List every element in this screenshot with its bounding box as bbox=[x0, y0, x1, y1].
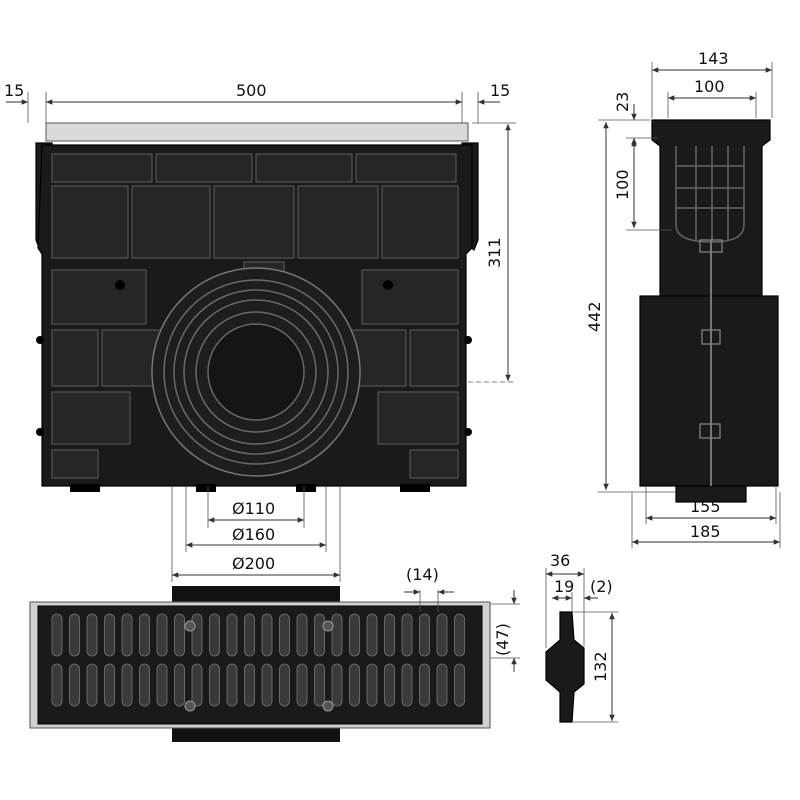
grate-slot bbox=[349, 613, 360, 657]
grate-slot bbox=[191, 613, 203, 657]
grate-tab-top bbox=[172, 586, 340, 604]
grate-slot bbox=[279, 613, 290, 657]
grate-slot bbox=[104, 613, 115, 657]
front-bricks bbox=[51, 153, 459, 479]
dim-profile-height: 132 bbox=[591, 651, 610, 682]
grate-slot bbox=[384, 663, 395, 707]
dim-side-top-width: 143 bbox=[698, 49, 729, 68]
grate-slot bbox=[69, 613, 80, 657]
dim-side-total-height: 442 bbox=[585, 301, 604, 332]
front-top-frame bbox=[45, 122, 469, 142]
grate-slot bbox=[174, 613, 185, 657]
grate-slot bbox=[226, 613, 238, 657]
dim-profile-width: 36 bbox=[550, 551, 570, 570]
grate-slot bbox=[436, 613, 448, 657]
profile-section bbox=[545, 611, 585, 723]
grate-slot bbox=[139, 663, 150, 707]
grate-slot bbox=[226, 663, 238, 707]
grate-slot bbox=[156, 613, 168, 657]
grate-slot bbox=[419, 663, 430, 707]
grate-slot bbox=[454, 663, 465, 707]
front-hole-right bbox=[383, 280, 393, 290]
grate-slot bbox=[69, 663, 80, 707]
grate-slot bbox=[314, 663, 325, 707]
grate-slot bbox=[209, 663, 220, 707]
dim-side-inner-width: 100 bbox=[694, 77, 725, 96]
grate-slot bbox=[86, 613, 98, 657]
grate-slot bbox=[419, 613, 430, 657]
grate-slot bbox=[139, 613, 150, 657]
grate-slot bbox=[174, 663, 185, 707]
grate-slot bbox=[244, 613, 255, 657]
dim-side-rim: 23 bbox=[613, 92, 632, 112]
grate-slot bbox=[314, 613, 325, 657]
dim-profile-inner: 19 bbox=[554, 577, 574, 596]
dim-front-width: 500 bbox=[236, 81, 267, 100]
dim-outlet-d110: Ø110 bbox=[232, 499, 275, 518]
front-outlet-rings bbox=[151, 267, 361, 477]
dim-grate-height: (47) bbox=[493, 623, 512, 656]
grate-slot bbox=[279, 663, 290, 707]
grate-slot bbox=[51, 613, 63, 657]
dim-outlet-d200: Ø200 bbox=[232, 554, 275, 573]
grate-slot bbox=[296, 663, 308, 707]
grate-slot bbox=[51, 663, 63, 707]
side-lower-body bbox=[639, 295, 779, 487]
grate-slot bbox=[191, 663, 203, 707]
grate-bolts bbox=[184, 620, 334, 712]
dim-side-inner-height: 100 bbox=[613, 169, 632, 200]
grate-slot bbox=[121, 613, 133, 657]
profile-view: 36 19 (2) 132 bbox=[545, 551, 618, 723]
dim-outlet-d160: Ø160 bbox=[232, 525, 275, 544]
grate-slot bbox=[104, 663, 115, 707]
front-view: 15 500 15 311 Ø110 Ø160 Ø200 bbox=[4, 81, 516, 582]
dim-side-bottom-outer: 185 bbox=[690, 522, 721, 541]
grate-slot bbox=[86, 663, 98, 707]
grate-slot bbox=[261, 663, 273, 707]
grate-slot bbox=[366, 663, 378, 707]
grate-slot bbox=[156, 663, 168, 707]
grate-tab-bottom bbox=[172, 726, 340, 742]
grate-slot bbox=[454, 613, 465, 657]
grate-slot bbox=[436, 663, 448, 707]
side-view: 143 100 23 100 442 155 185 bbox=[585, 49, 781, 548]
grate-slot bbox=[331, 663, 343, 707]
grate-slot bbox=[384, 613, 395, 657]
grate-slot bbox=[366, 613, 378, 657]
dim-front-left-margin: 15 bbox=[4, 81, 24, 100]
grate-slot bbox=[349, 663, 360, 707]
grate-slot bbox=[401, 613, 413, 657]
dim-profile-gap: (2) bbox=[590, 577, 613, 596]
dim-front-height: 311 bbox=[485, 237, 504, 268]
front-hole-left bbox=[115, 280, 125, 290]
grate-slots bbox=[51, 613, 465, 707]
grate-view: (14) (47) bbox=[29, 565, 520, 742]
grate-slot bbox=[401, 663, 413, 707]
grate-slot bbox=[244, 663, 255, 707]
dim-front-right-margin: 15 bbox=[490, 81, 510, 100]
grate-slot bbox=[331, 613, 343, 657]
dim-grate-slot: (14) bbox=[406, 565, 439, 584]
grate-slot bbox=[296, 613, 308, 657]
grate-slot bbox=[261, 613, 273, 657]
grate-slot bbox=[209, 613, 220, 657]
front-side-knobs bbox=[36, 336, 472, 492]
dim-side-bottom-inner: 155 bbox=[690, 497, 721, 516]
grate-slot bbox=[121, 663, 133, 707]
